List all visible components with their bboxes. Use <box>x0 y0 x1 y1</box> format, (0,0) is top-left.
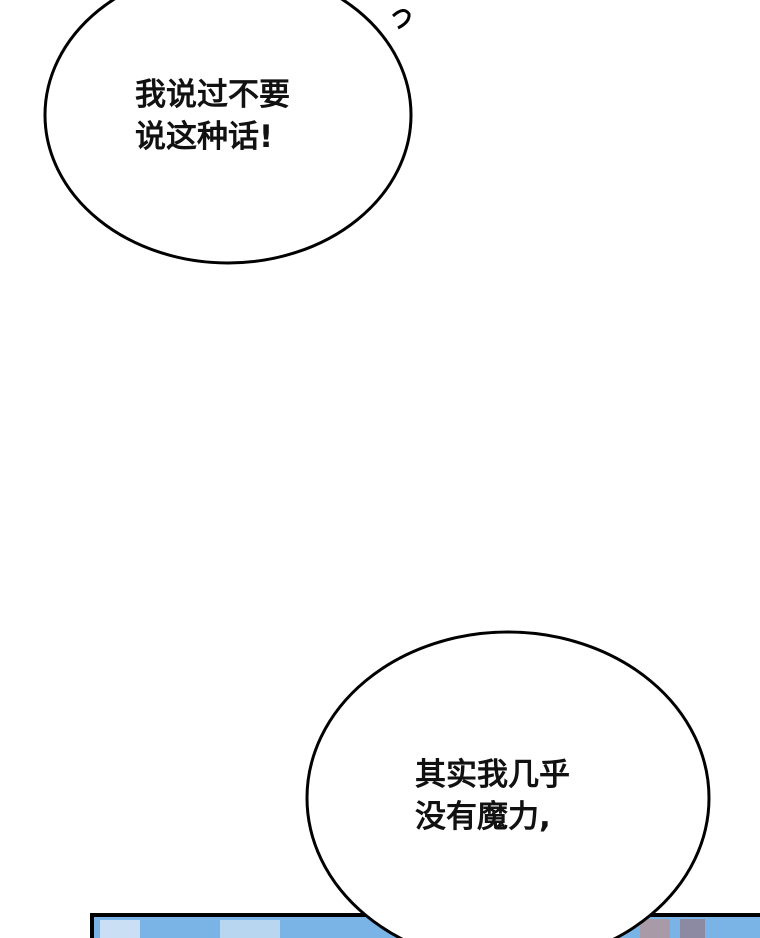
bubble-2-line-2: 没有魔力, <box>415 799 551 835</box>
speech-bubble-1 <box>43 0 413 265</box>
speech-bubble-2 <box>305 630 711 938</box>
bubble-1-line-2: 说这种话! <box>135 119 274 155</box>
bubble-1-text: 我说过不要 说这种话! <box>135 74 290 158</box>
bubble-2-line-1: 其实我几乎 <box>415 757 570 793</box>
squiggle-mark <box>391 9 411 30</box>
bubble-2-text: 其实我几乎 没有魔力, <box>415 754 570 838</box>
bubble-1-line-1: 我说过不要 <box>135 77 290 113</box>
